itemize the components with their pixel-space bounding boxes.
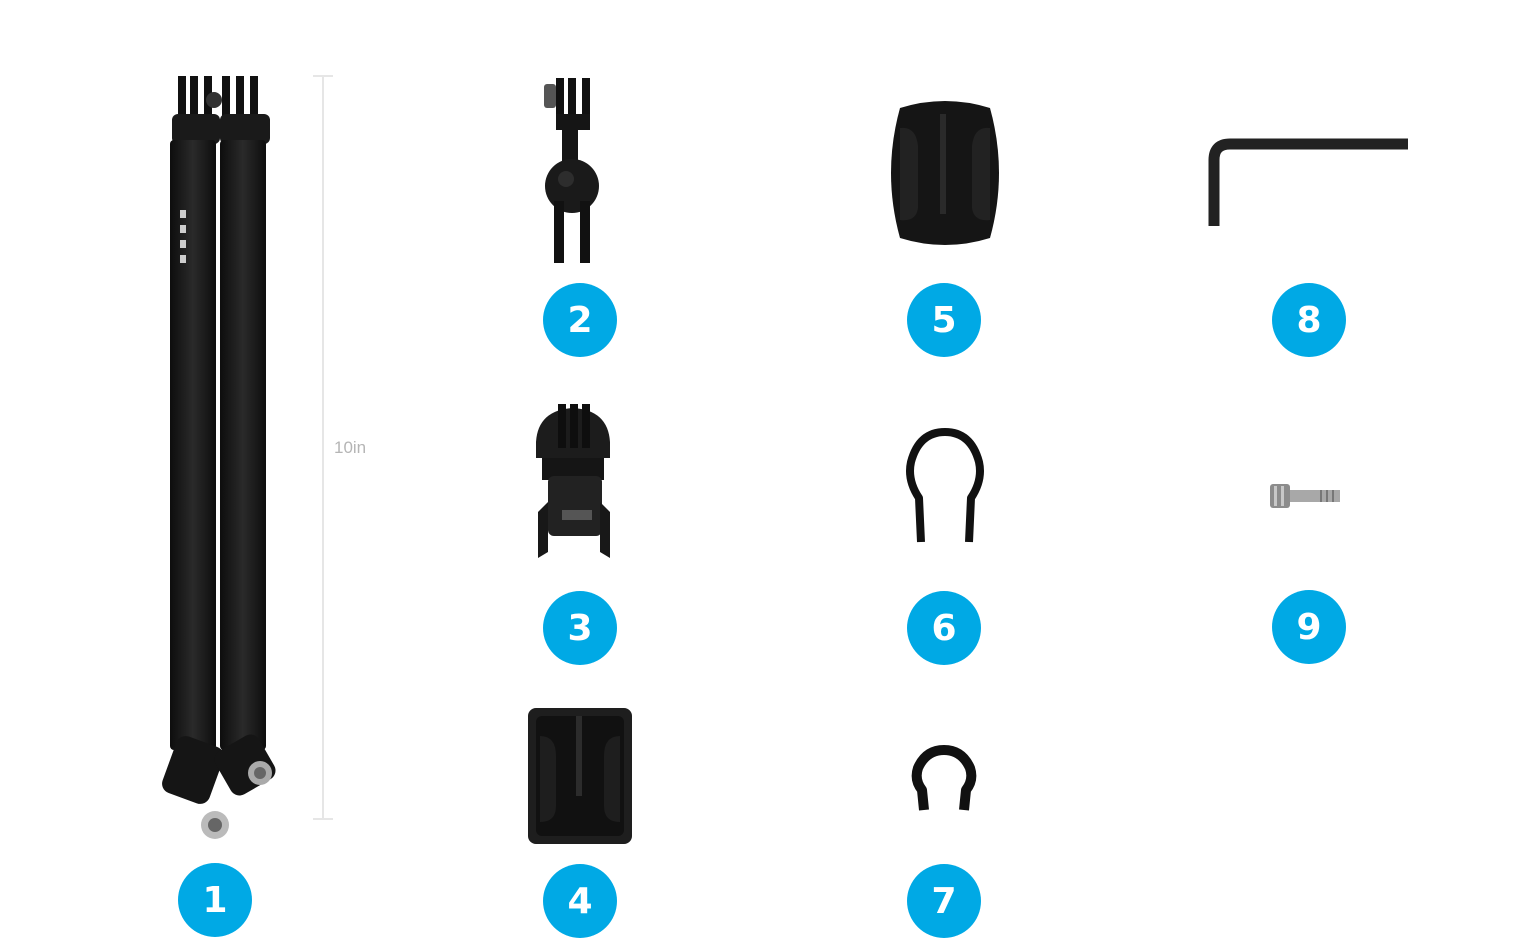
measurement-label: 10in: [334, 438, 367, 457]
item-badge-8: 8: [1272, 283, 1346, 357]
item-badge-1: 1: [178, 863, 252, 937]
item-badge-6: 6: [907, 591, 981, 665]
square-adhesive-mount-icon: [528, 708, 632, 844]
vertical-buckle-icon: [536, 404, 610, 558]
extension-arm-icon: [162, 76, 276, 839]
item-badge-9: 9: [1272, 590, 1346, 664]
ball-joint-buckle-icon: [544, 78, 599, 263]
hex-wrench-icon: [1208, 138, 1408, 226]
ruler-top-cap: [313, 75, 333, 77]
measurement-ruler: [322, 76, 324, 820]
flat-adhesive-mount-icon: [891, 101, 999, 245]
item-badge-5: 5: [907, 283, 981, 357]
large-tube-clip-icon: [906, 428, 984, 543]
small-tube-clip-icon: [911, 745, 977, 811]
item-badge-4: 4: [543, 864, 617, 938]
ruler-bottom-cap: [313, 818, 333, 820]
thumb-screw-icon: [1270, 484, 1340, 508]
item-badge-7: 7: [907, 864, 981, 938]
item-badge-3: 3: [543, 591, 617, 665]
item-badge-2: 2: [543, 283, 617, 357]
